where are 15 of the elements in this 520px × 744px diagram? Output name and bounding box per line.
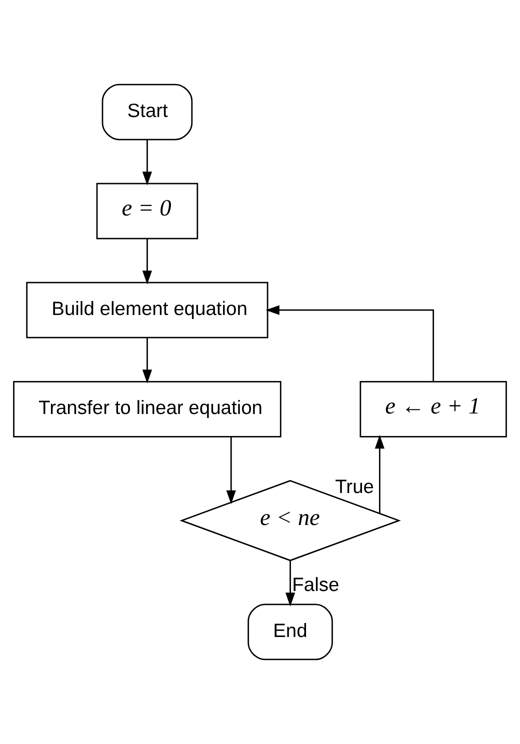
arrow xyxy=(142,140,152,186)
edge-label: True xyxy=(335,477,374,498)
arrow xyxy=(266,305,434,382)
node-box: Transfer to linear equation xyxy=(13,380,282,438)
arrow xyxy=(142,338,152,384)
arrow xyxy=(226,436,236,504)
node-box: Start xyxy=(102,84,193,140)
node-box: End xyxy=(248,604,333,660)
node-box: e = 0 xyxy=(96,182,198,240)
node-box: Build element equation xyxy=(26,282,268,338)
arrow xyxy=(374,434,384,514)
node-box: e ← e + 1 xyxy=(360,380,507,438)
arrow xyxy=(285,560,296,606)
edge-label: False xyxy=(292,575,340,596)
arrow xyxy=(142,238,152,284)
